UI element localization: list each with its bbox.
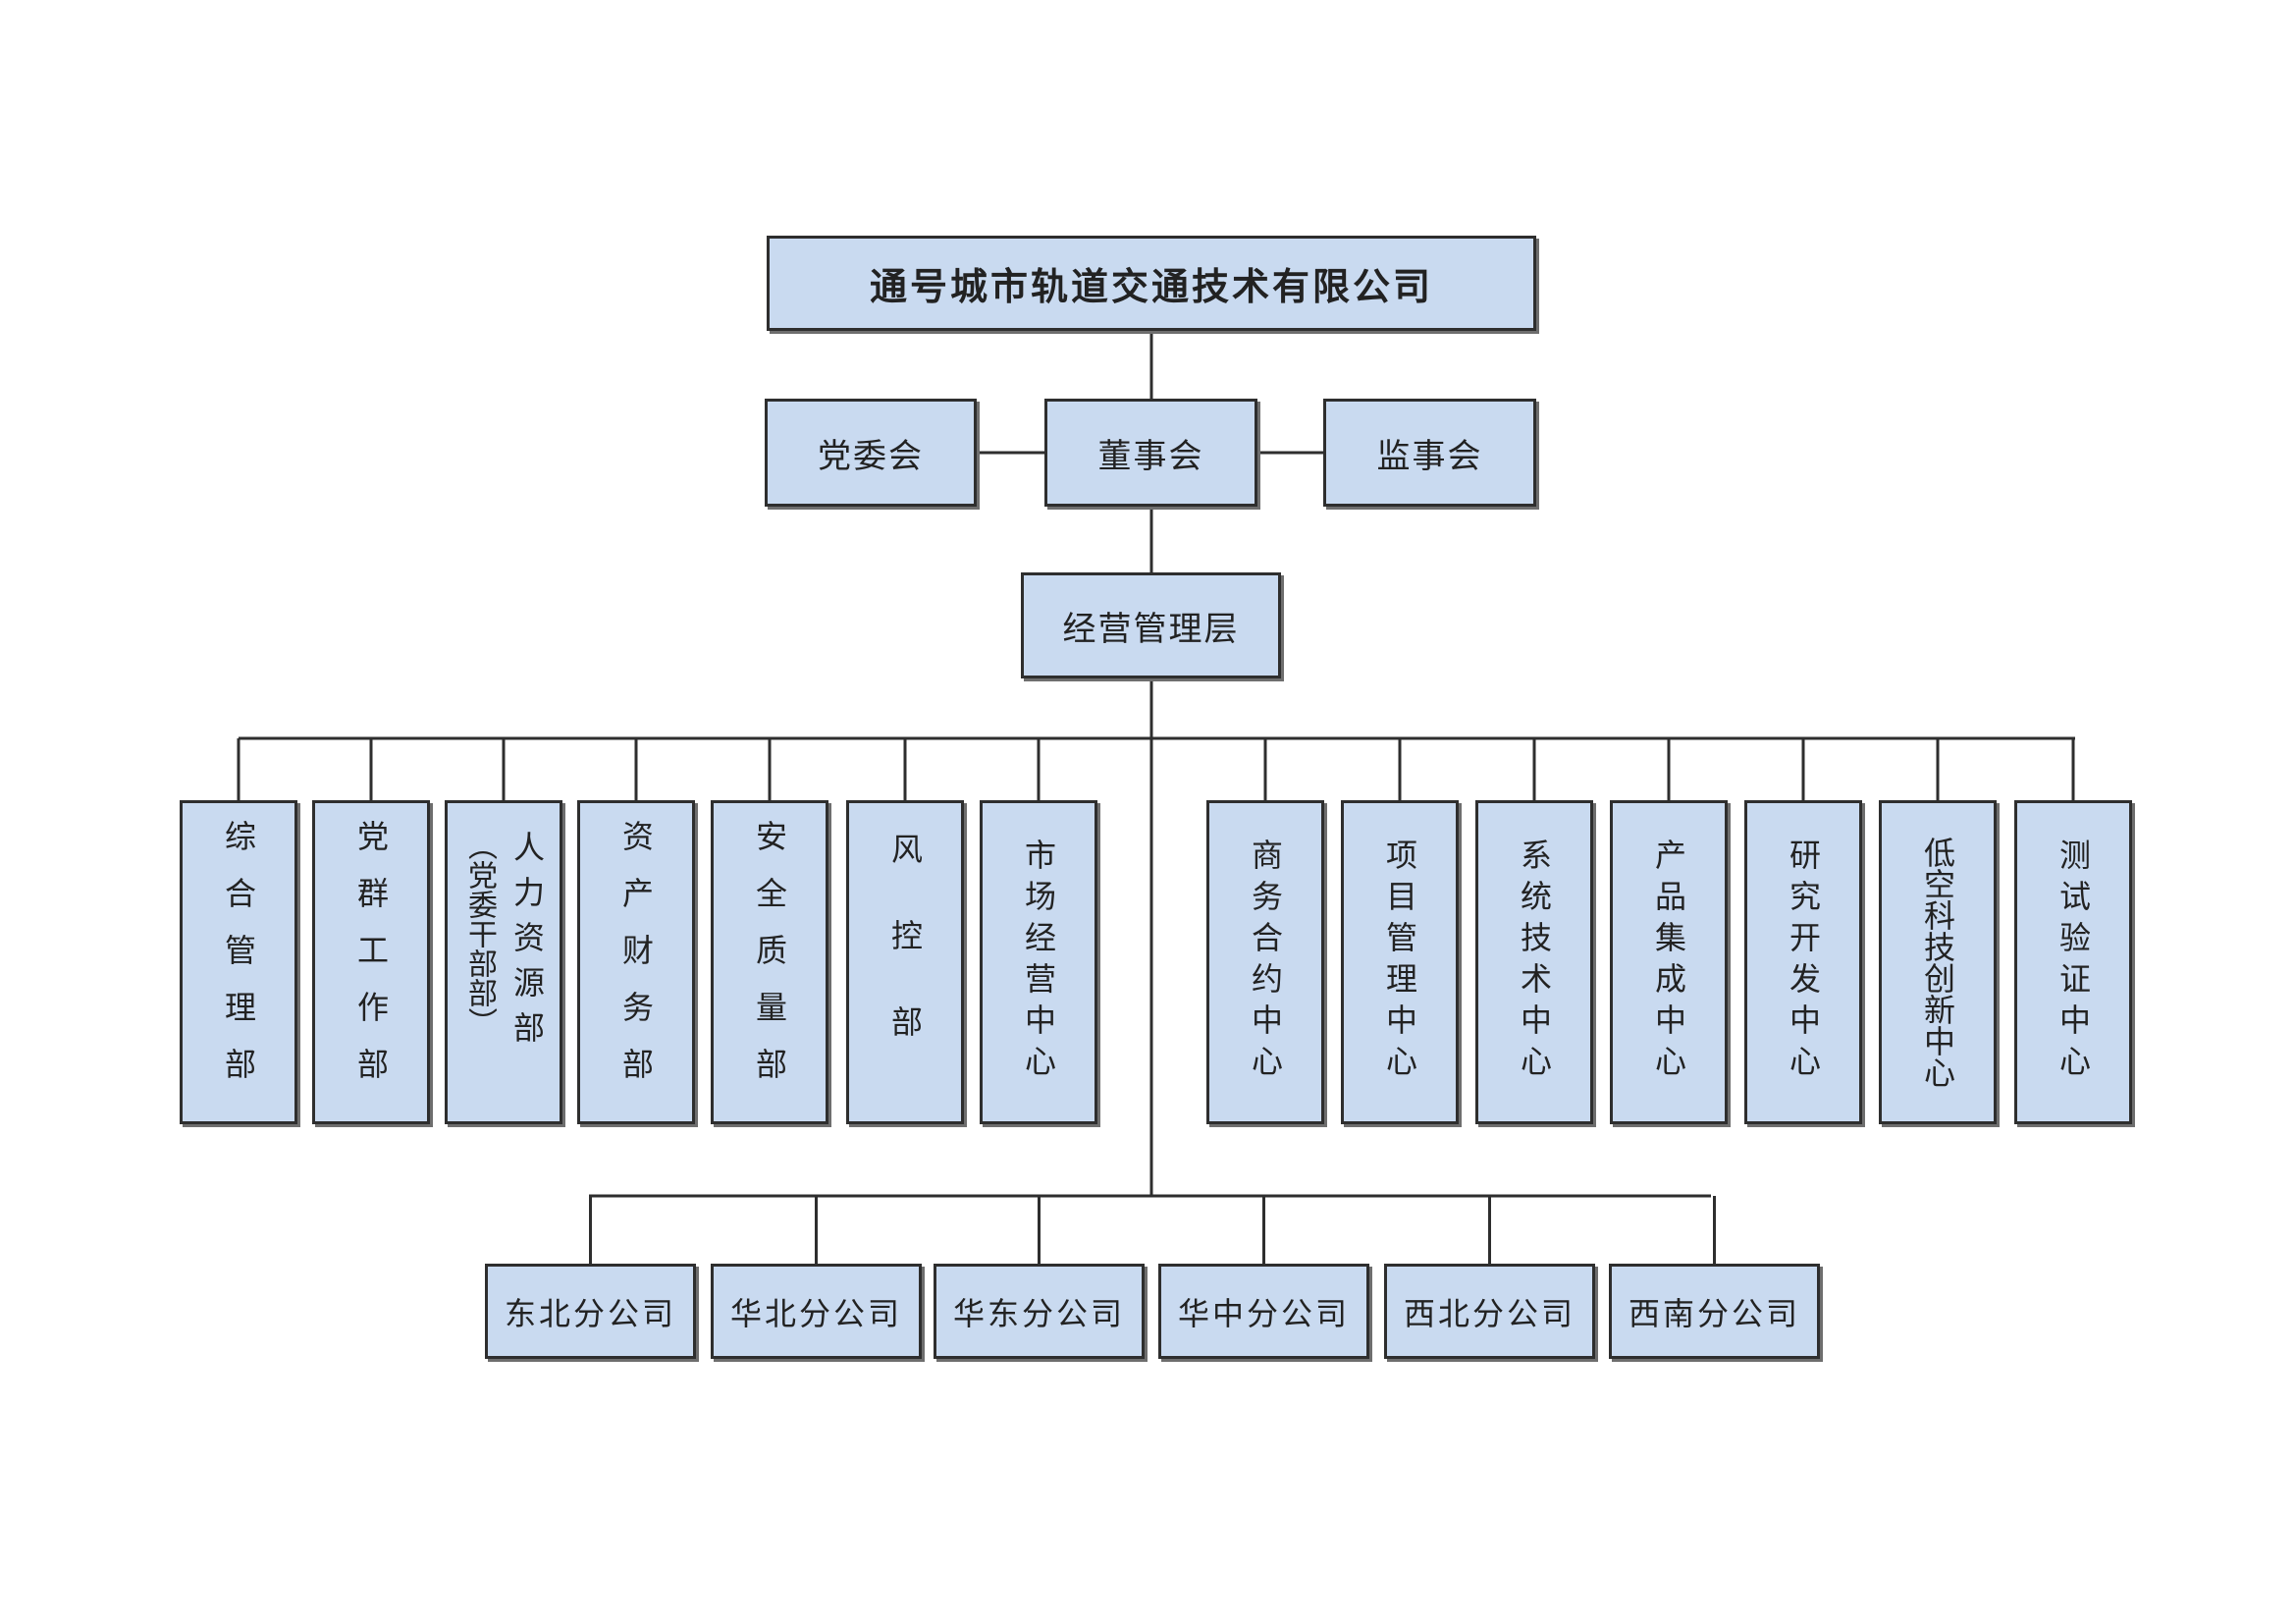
department-label: 研究开发中心 bbox=[1785, 839, 1822, 1086]
branch-label: 西北分公司 bbox=[1403, 1294, 1575, 1332]
department-label: 党群工作部 bbox=[352, 820, 390, 1105]
branch-box: 西南分公司 bbox=[1609, 1264, 1820, 1359]
company-name: 通号城市轨道交通技术有限公司 bbox=[869, 265, 1433, 308]
department-label: 风控部 bbox=[886, 833, 924, 1092]
department-label: 系统技术中心 bbox=[1516, 839, 1553, 1086]
department-label: 安全质量部 bbox=[751, 820, 788, 1105]
board-box: 董事会 bbox=[1044, 399, 1257, 507]
department-box-left-0: 综合管理部 bbox=[180, 800, 297, 1124]
supervisors-label: 监事会 bbox=[1376, 436, 1483, 476]
management-label: 经营管理层 bbox=[1062, 609, 1240, 649]
supervisors-box: 监事会 bbox=[1323, 399, 1536, 507]
branch-label: 华东分公司 bbox=[952, 1294, 1125, 1332]
department-box-right-0: 商务合约中心 bbox=[1206, 800, 1324, 1124]
department-box-right-1: 项目管理中心 bbox=[1341, 800, 1459, 1124]
board-label: 董事会 bbox=[1097, 436, 1204, 476]
department-box-right-6: 测试验证中心 bbox=[2014, 800, 2132, 1124]
department-box-left-1: 党群工作部 bbox=[312, 800, 430, 1124]
branch-box: 华中分公司 bbox=[1158, 1264, 1369, 1359]
department-box-left-3: 资产财务部 bbox=[577, 800, 695, 1124]
department-box-right-3: 产品集成中心 bbox=[1610, 800, 1728, 1124]
department-box-right-5: 低空科技创新中心 bbox=[1879, 800, 1997, 1124]
party-committee-box: 党委会 bbox=[765, 399, 977, 507]
branch-label: 东北分公司 bbox=[504, 1294, 676, 1332]
department-box-left-5: 风控部 bbox=[846, 800, 964, 1124]
branch-label: 华中分公司 bbox=[1177, 1294, 1350, 1332]
branch-box: 东北分公司 bbox=[485, 1264, 696, 1359]
department-label: 低空科技创新中心 bbox=[1919, 837, 1956, 1088]
department-box-left-6: 市场经营中心 bbox=[980, 800, 1097, 1124]
department-box-right-4: 研究开发中心 bbox=[1744, 800, 1862, 1124]
department-label-group: 人力资源部 （党委干部部） bbox=[457, 803, 550, 1121]
branch-label: 西南分公司 bbox=[1628, 1294, 1800, 1332]
department-label: 资产财务部 bbox=[617, 820, 655, 1105]
department-label: 人力资源部 bbox=[508, 831, 546, 1056]
department-label: 项目管理中心 bbox=[1381, 839, 1418, 1086]
department-sublabel: （党委干部部） bbox=[462, 831, 497, 1037]
department-label: 综合管理部 bbox=[220, 820, 257, 1105]
department-label: 商务合约中心 bbox=[1247, 839, 1284, 1086]
department-label: 产品集成中心 bbox=[1650, 839, 1687, 1086]
branch-label: 华北分公司 bbox=[729, 1294, 902, 1332]
branch-box: 西北分公司 bbox=[1384, 1264, 1595, 1359]
company-box: 通号城市轨道交通技术有限公司 bbox=[767, 236, 1536, 331]
management-box: 经营管理层 bbox=[1021, 572, 1281, 678]
department-box-right-2: 系统技术中心 bbox=[1475, 800, 1593, 1124]
department-box-left-4: 安全质量部 bbox=[711, 800, 828, 1124]
department-box-left-2: 人力资源部 （党委干部部） bbox=[445, 800, 562, 1124]
branch-box: 华东分公司 bbox=[934, 1264, 1145, 1359]
party-committee-label: 党委会 bbox=[818, 436, 924, 476]
department-label: 测试验证中心 bbox=[2055, 839, 2092, 1086]
branch-box: 华北分公司 bbox=[711, 1264, 922, 1359]
department-label: 市场经营中心 bbox=[1020, 839, 1057, 1086]
